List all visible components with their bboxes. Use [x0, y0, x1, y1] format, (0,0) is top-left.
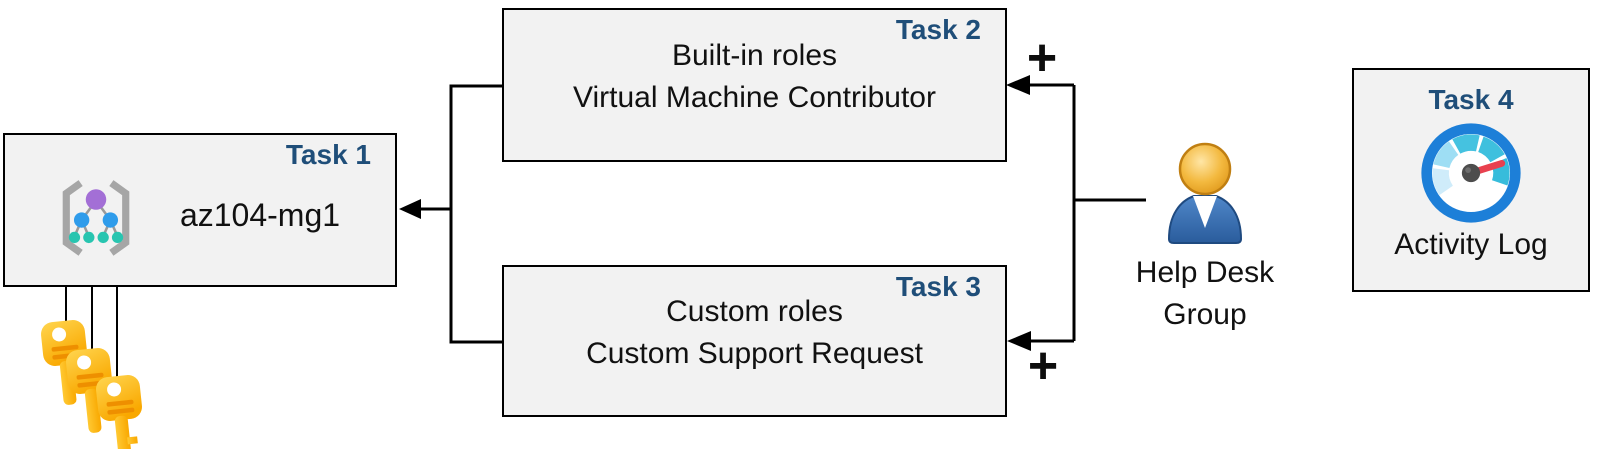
task3-badge: Task 3 [895, 271, 981, 302]
key-icon [41, 320, 142, 449]
task2-box: Task 2 Built-in roles Virtual Machine Co… [502, 8, 1007, 162]
task1-box: Task 1 az104-mg1 [3, 133, 397, 287]
management-group-icon [62, 180, 130, 256]
actor-label-line1: Help Desk [1135, 256, 1275, 289]
plus-symbol-top: + [1026, 29, 1058, 87]
task3-line1: Custom roles [666, 295, 843, 328]
task4-caption: Activity Log [1394, 228, 1548, 261]
task3-line2: Custom Support Request [586, 337, 923, 370]
help-desk-group: Help Desk Group [1105, 140, 1305, 336]
task2-line1: Built-in roles [671, 39, 838, 72]
task1-badge: Task 1 [285, 139, 371, 170]
activity-log-gauge-icon [1421, 123, 1521, 223]
task3-box: Task 3 Custom roles Custom Support Reque… [502, 265, 1007, 417]
connector-left-bracket [418, 84, 503, 344]
plus-symbol-bottom: + [1027, 337, 1059, 395]
task4-box: Task 4 Activity Log [1352, 68, 1590, 292]
arrow-into-task1 [399, 199, 421, 219]
task2-badge: Task 2 [895, 14, 981, 45]
task4-badge: Task 4 [1428, 84, 1514, 115]
actor-label-line2: Group [1163, 298, 1247, 331]
person-icon [1167, 142, 1243, 244]
task2-line2: Virtual Machine Contributor [573, 81, 936, 114]
management-group-name: az104-mg1 [179, 197, 341, 233]
